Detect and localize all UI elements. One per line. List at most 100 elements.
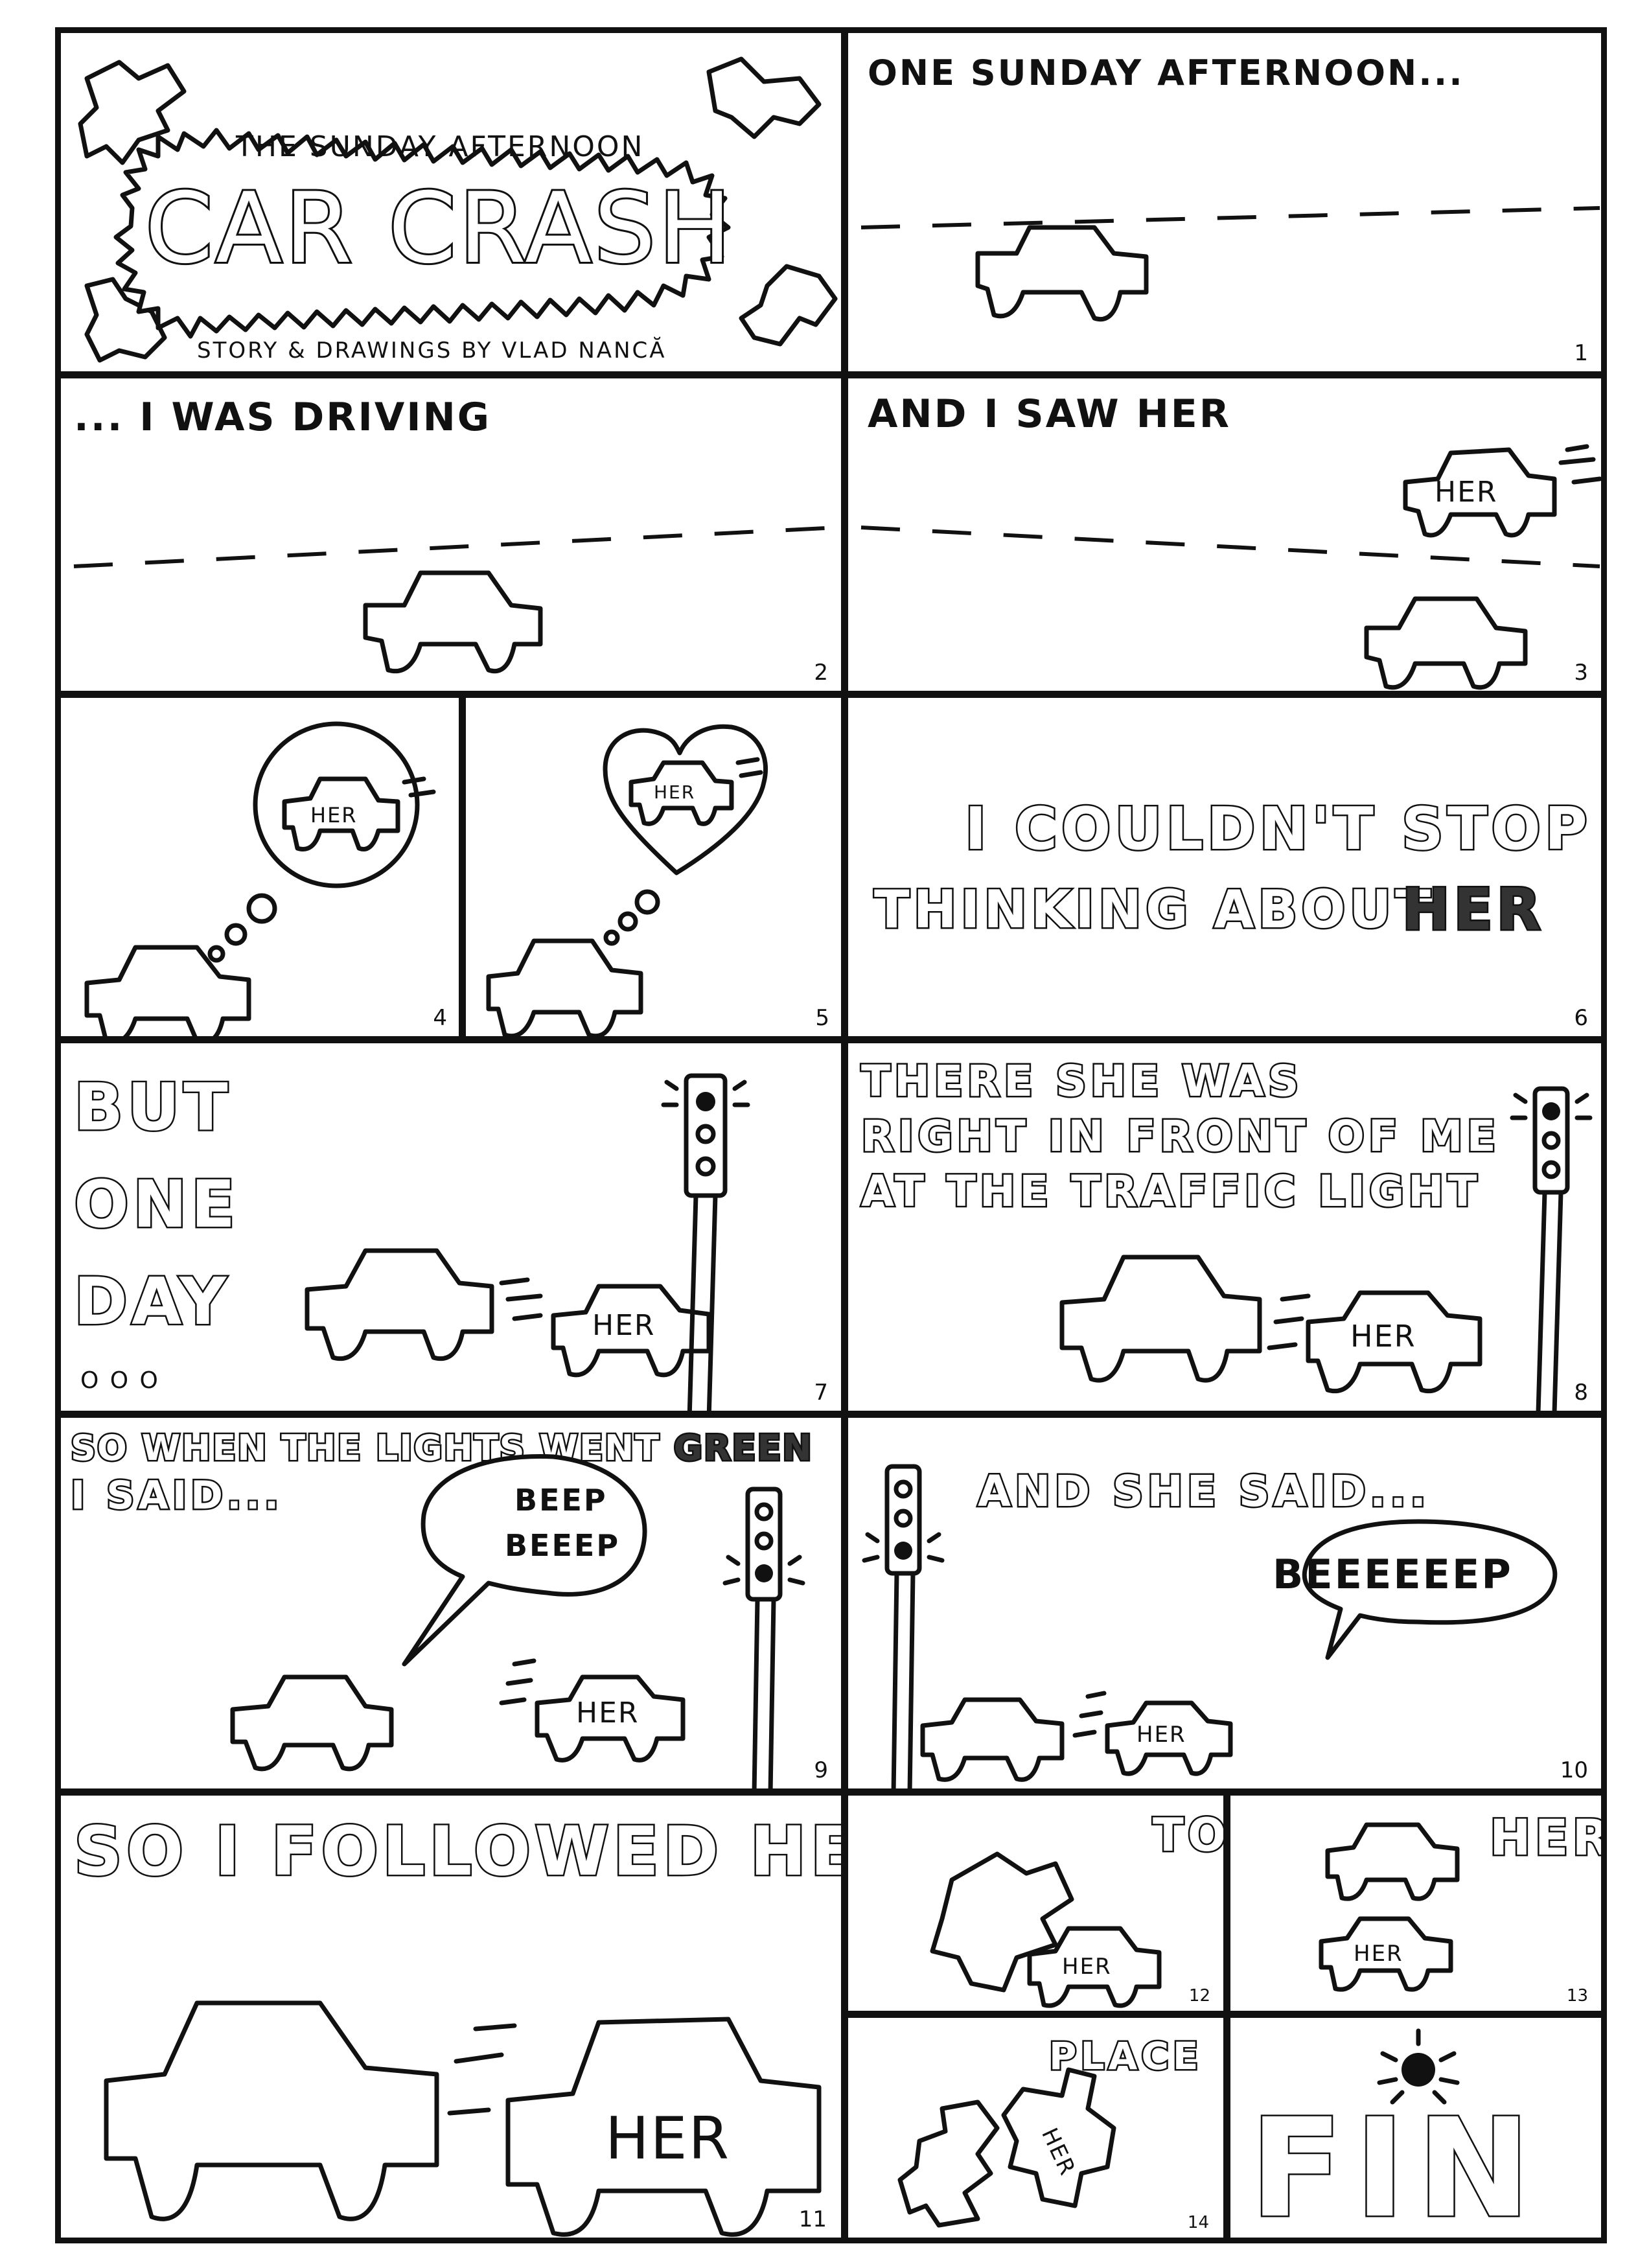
panel-8: THERE SHE WAS RIGHT IN FRONT OF ME AT TH… <box>842 1037 1607 1417</box>
traffic-light-pole <box>752 1597 776 1788</box>
traffic-light-amber <box>1541 1131 1561 1150</box>
crashed-my-car <box>930 1851 1074 1993</box>
panel-9: SO WHEN THE LIGHTS WENT GREEN I SAID... … <box>55 1412 847 1794</box>
bubble-text-1: BEEP <box>514 1483 608 1518</box>
panel-9-art: HER <box>230 1454 805 1788</box>
traffic-light-green-lit <box>894 1542 912 1560</box>
caption: AND SHE SAID... <box>976 1465 1431 1518</box>
panel-5: HER 5 <box>460 692 847 1042</box>
thought-dot-3 <box>603 929 620 946</box>
her-label: HER <box>1350 1319 1416 1354</box>
panel-number: 5 <box>815 1005 829 1031</box>
her-car-thought <box>282 776 400 851</box>
caption-line-2: THINKING ABOUT <box>873 878 1435 942</box>
caption-green-emphasis: GREEN <box>672 1426 813 1470</box>
panel-3-art: HER <box>860 444 1601 690</box>
traffic-light-red <box>754 1502 774 1522</box>
light-rays <box>661 1080 750 1107</box>
caption: AND I SAW HER <box>868 391 1231 437</box>
thought-dot-1 <box>634 889 660 915</box>
panel-number: 3 <box>1574 660 1588 686</box>
her-car <box>1027 1926 1162 2008</box>
end-title: FIN <box>1248 2088 1543 2243</box>
traffic-light-green <box>1541 1160 1561 1179</box>
panel-12-art: HER <box>930 1851 1162 2008</box>
light-rays <box>862 1532 945 1563</box>
title-top-line: THE SUNDAY AFTERNOON <box>236 130 645 163</box>
traffic-light-amber <box>894 1509 913 1528</box>
crashed-car-top-left <box>78 60 187 165</box>
panel-7: BUT ONE DAY o o o HER 7 <box>55 1037 847 1417</box>
panel-number: 12 <box>1188 1986 1210 2006</box>
panel-4-art: HER <box>84 721 436 1036</box>
my-car <box>230 1674 394 1772</box>
my-car <box>1059 1255 1262 1383</box>
ellipsis: o o o <box>80 1367 160 1394</box>
panel-number: 2 <box>814 660 828 686</box>
my-car <box>363 570 543 673</box>
her-label: HER <box>654 781 695 803</box>
panel-number: 10 <box>1560 1757 1588 1783</box>
light-rays <box>1510 1093 1593 1120</box>
traffic-light-pole <box>1536 1190 1563 1411</box>
my-car <box>104 2000 439 2221</box>
motion-lines <box>1072 1691 1107 1738</box>
motion-lines <box>735 757 763 778</box>
traffic-light-amber <box>695 1124 716 1144</box>
thought-dot-2 <box>617 911 638 932</box>
panel-title: THE SUNDAY AFTERNOON CAR CRASH STORY & D… <box>55 27 847 377</box>
panel-5-art: HER <box>486 724 768 1036</box>
caption: SO I FOLLOWED HER <box>73 1811 847 1893</box>
panel-number: 13 <box>1566 1986 1588 2006</box>
her-car <box>551 1284 711 1378</box>
her-label: HER <box>605 2105 730 2173</box>
panel-10: AND SHE SAID... HER BEEEEEEP 10 <box>842 1412 1607 1794</box>
motion-lines <box>402 776 436 798</box>
motion-lines <box>499 1658 536 1706</box>
panel-15-art <box>1377 2028 1460 2105</box>
traffic-light-red <box>894 1479 913 1499</box>
bubble-text-2: BEEEP <box>505 1528 621 1563</box>
thought-dot-2 <box>224 923 248 946</box>
panel-11: SO I FOLLOWED HER HER 11 <box>55 1790 847 2243</box>
her-label: HER <box>576 1696 639 1730</box>
caption: ONE SUNDAY AFTERNOON... <box>868 52 1464 93</box>
caption-line-2: RIGHT IN FRONT OF ME <box>860 1110 1500 1163</box>
motion-lines <box>1558 444 1601 485</box>
caption-line-3: AT THE TRAFFIC LIGHT <box>859 1165 1481 1218</box>
panel-8-art: HER <box>1059 1086 1593 1411</box>
panel-number: 9 <box>814 1757 828 1783</box>
road-line <box>860 526 1600 568</box>
panel-13-art: HER <box>1319 1822 1460 1992</box>
motion-lines <box>499 1277 543 1321</box>
panel-14-art: HER <box>897 2067 1116 2228</box>
traffic-light-green <box>695 1156 716 1177</box>
panel-number: 6 <box>1574 1005 1588 1031</box>
crashed-car-bottom-right <box>739 264 838 347</box>
caption: ... I WAS DRIVING <box>74 395 492 440</box>
bubble-text: BEEEEEEP <box>1273 1551 1513 1598</box>
her-label: HER <box>592 1309 655 1342</box>
crashed-car-bottom-left <box>84 277 167 363</box>
motion-lines <box>1267 1293 1311 1350</box>
her-car <box>1105 1700 1233 1776</box>
her-car <box>1319 1916 1453 1992</box>
her-car <box>1306 1290 1482 1393</box>
her-car-thought <box>629 760 734 826</box>
her-label: HER <box>1136 1722 1186 1748</box>
panel-1: ONE SUNDAY AFTERNOON... 1 <box>842 27 1607 377</box>
my-car <box>1364 596 1528 690</box>
my-car <box>975 225 1149 321</box>
panel-number: 1 <box>1574 340 1588 366</box>
title-panel-art <box>78 56 838 363</box>
my-car <box>84 945 251 1036</box>
her-label: HER <box>1354 1941 1403 1967</box>
crashed-her-car <box>1001 2067 1116 2208</box>
panel-13: HER HER 13 <box>1225 1790 1607 2017</box>
my-car <box>1325 1822 1460 1901</box>
caption: TO <box>1151 1807 1229 1864</box>
her-car <box>1403 447 1557 538</box>
thought-dot-3 <box>207 945 225 963</box>
my-car <box>920 1697 1065 1782</box>
